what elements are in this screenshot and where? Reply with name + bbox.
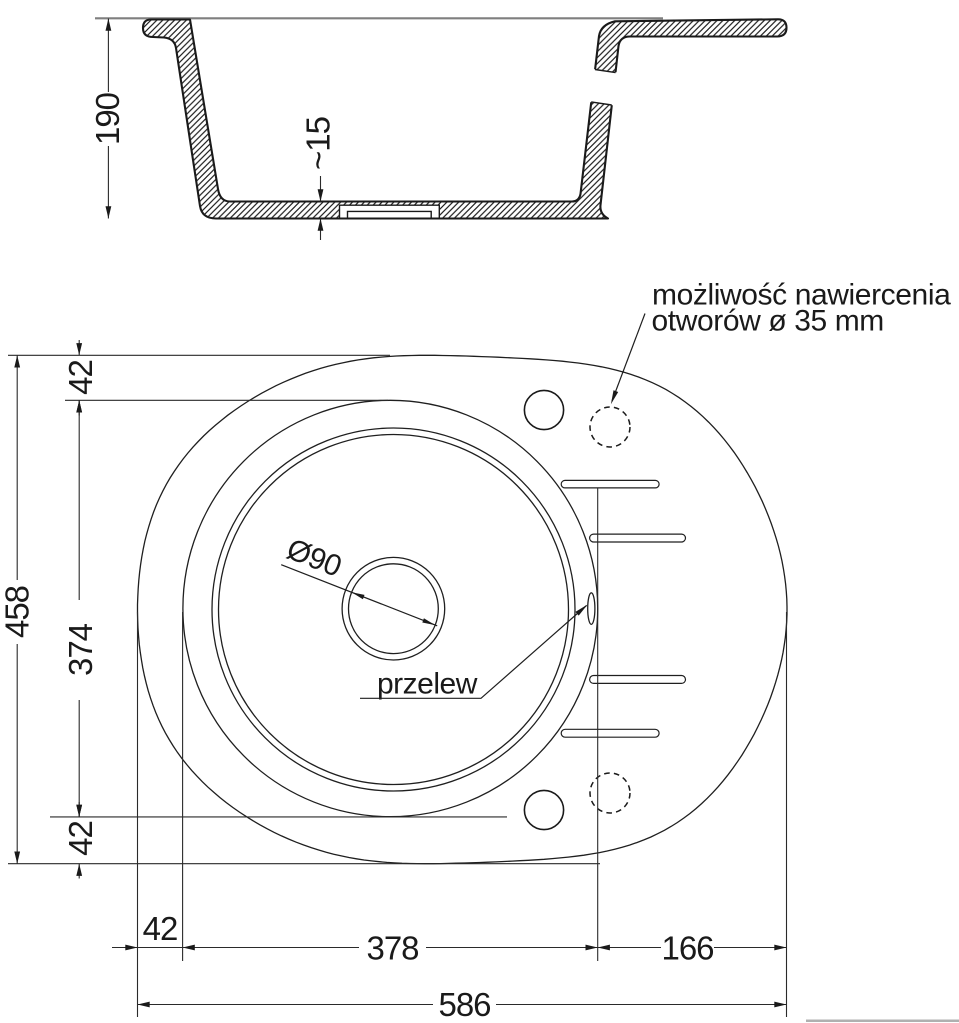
svg-text:Ø90: Ø90 bbox=[282, 533, 345, 584]
svg-text:otworów ø 35 mm: otworów ø 35 mm bbox=[652, 304, 884, 337]
svg-text:42: 42 bbox=[62, 821, 99, 856]
svg-text:42: 42 bbox=[62, 360, 99, 395]
svg-text:możliwość nawiercenia: możliwość nawiercenia bbox=[652, 279, 951, 312]
svg-text:378: 378 bbox=[366, 930, 418, 967]
svg-text:458: 458 bbox=[0, 586, 35, 638]
svg-text:~15: ~15 bbox=[300, 117, 337, 170]
svg-text:586: 586 bbox=[438, 986, 490, 1023]
svg-text:374: 374 bbox=[62, 623, 99, 676]
svg-text:190: 190 bbox=[89, 92, 126, 145]
svg-text:166: 166 bbox=[661, 930, 713, 967]
svg-text:42: 42 bbox=[143, 910, 178, 947]
svg-text:przelew: przelew bbox=[377, 668, 478, 701]
